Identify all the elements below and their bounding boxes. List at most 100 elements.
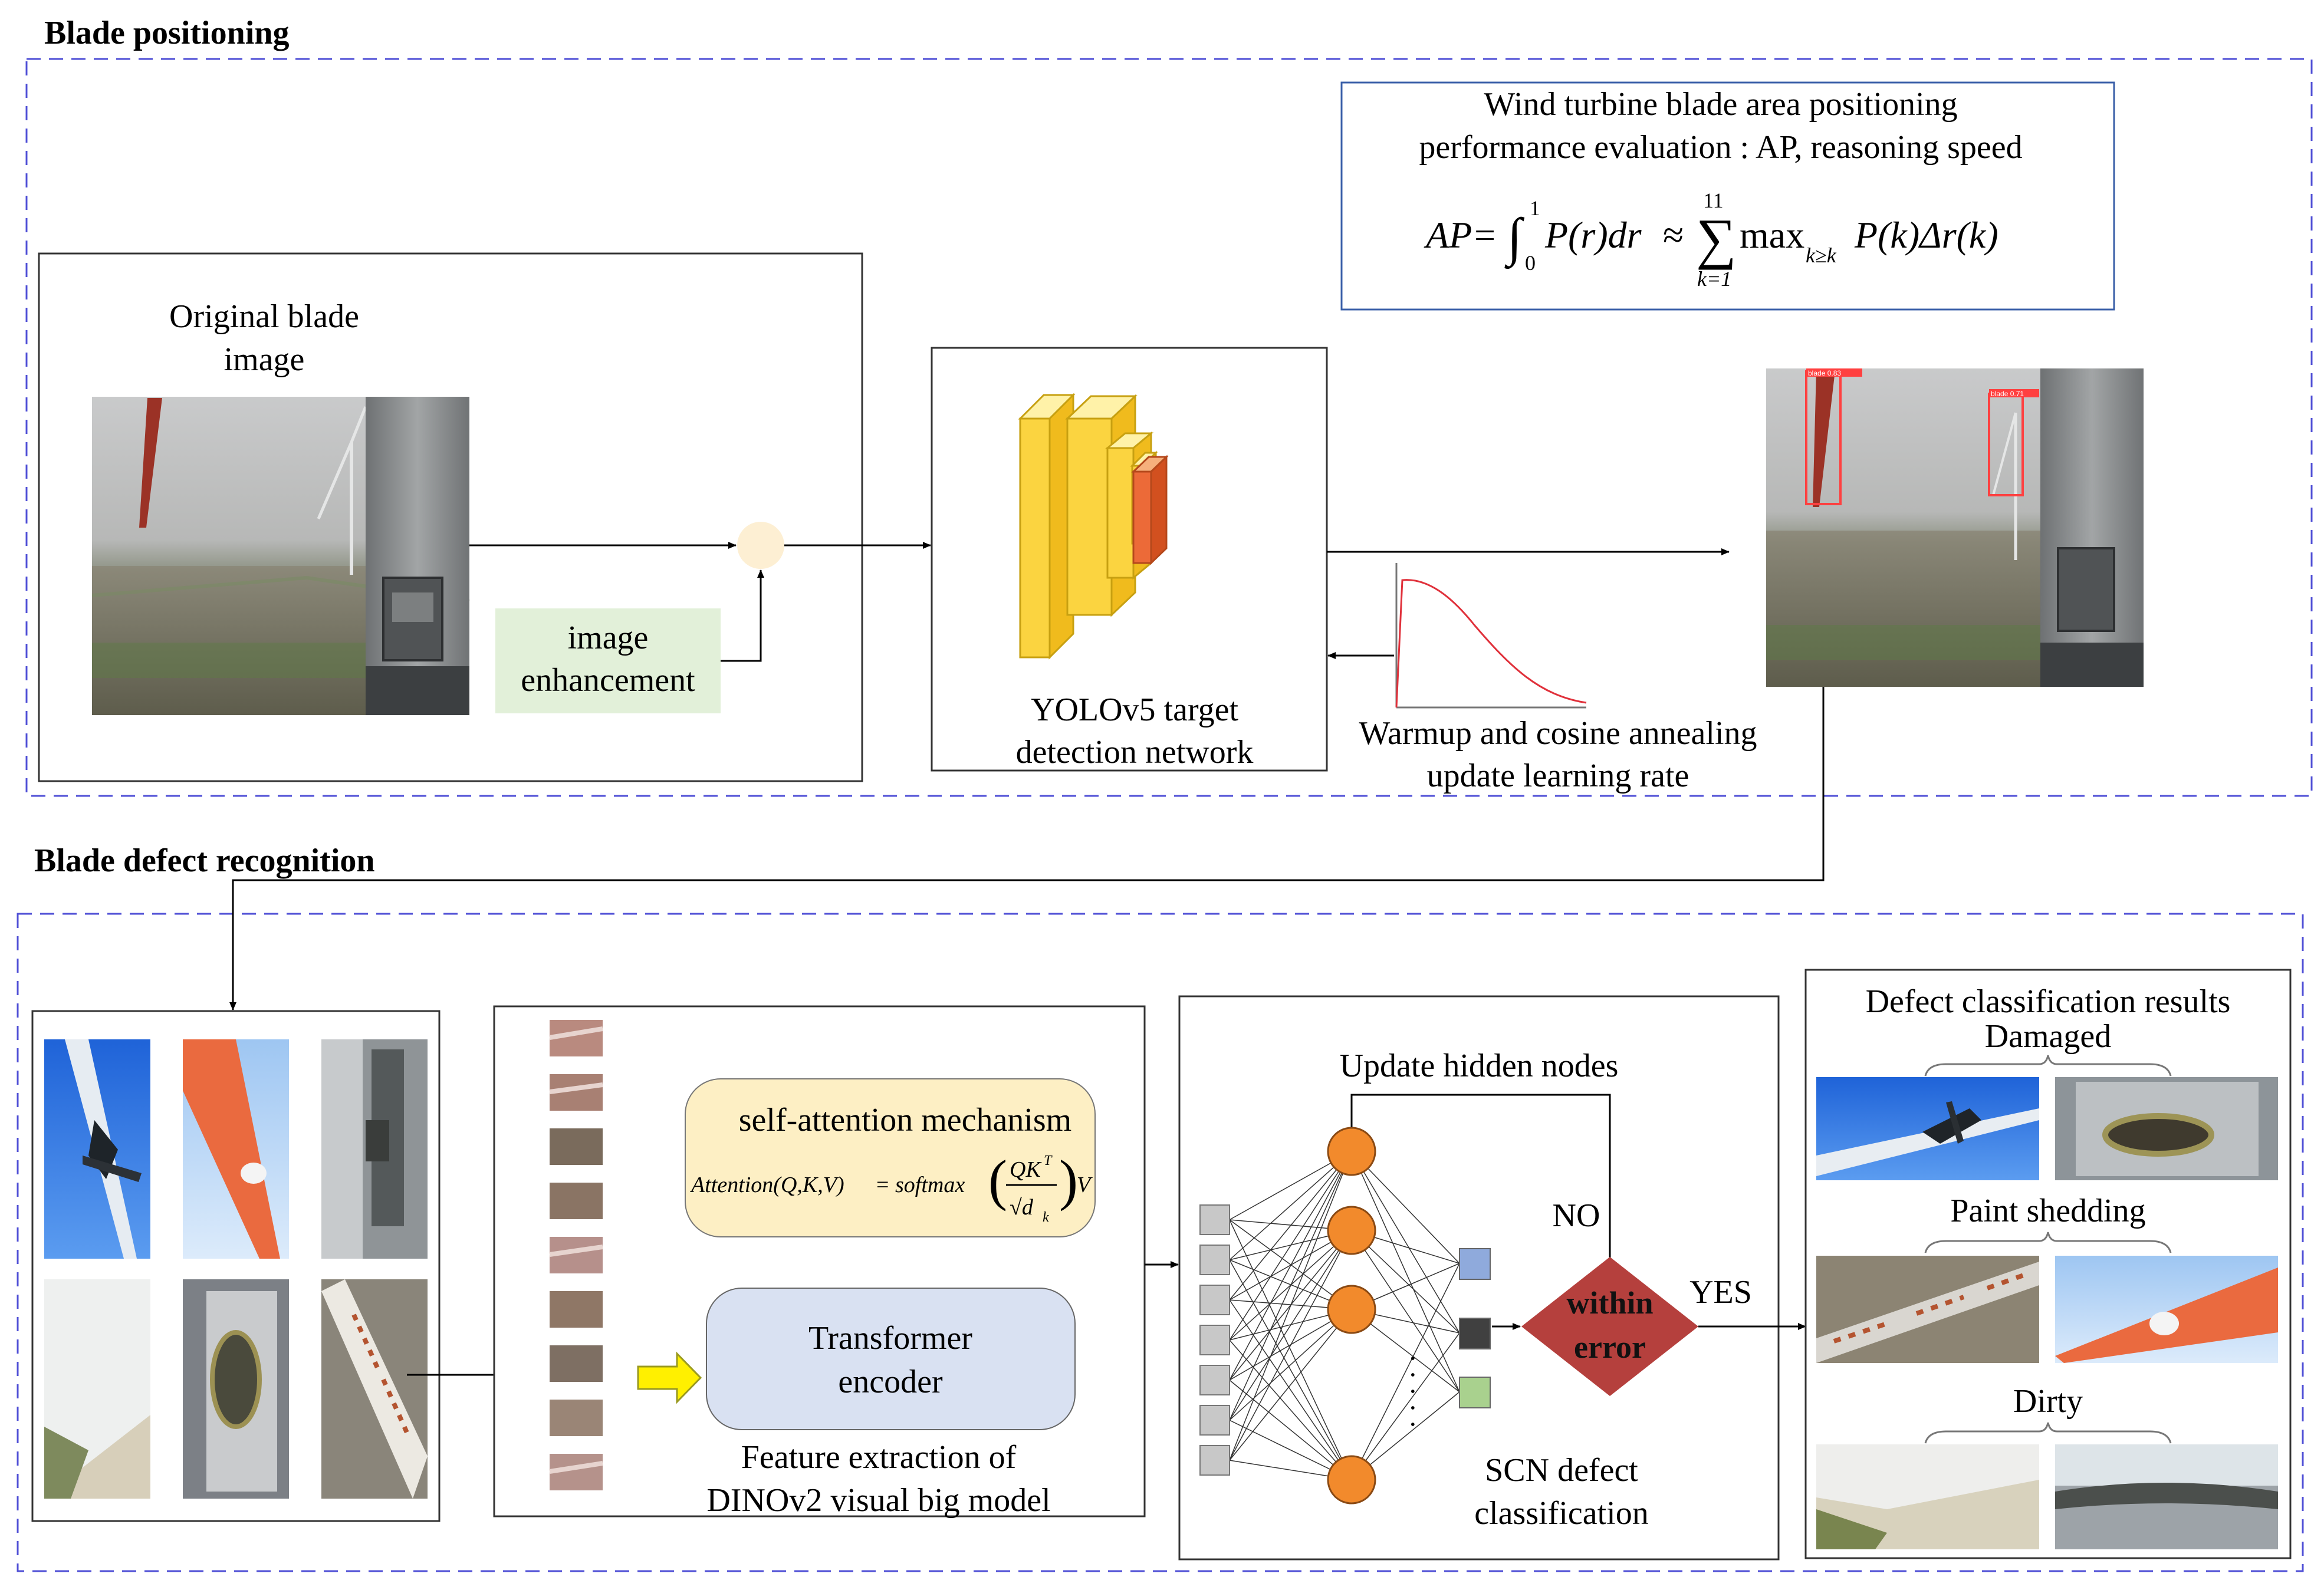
ap-equals: = [1474, 214, 1495, 256]
detection-tag-1-text: blade 0.83 [1808, 369, 1841, 377]
patch-tile [550, 1400, 603, 1436]
scn-connection [1229, 1259, 1352, 1480]
attention-numerator-sup: T [1044, 1153, 1053, 1168]
results-title: Defect classification results [1866, 983, 2231, 1020]
dirty-image-2 [2055, 1444, 2278, 1549]
scn-connection [1229, 1151, 1352, 1301]
feature-extraction-label-line2: DINOv2 visual big model [706, 1482, 1050, 1519]
scn-input-node [1199, 1445, 1230, 1476]
update-hidden-nodes-label: Update hidden nodes [1340, 1048, 1619, 1084]
blade-positioning-title: Blade positioning [44, 15, 289, 51]
blade-crop-4 [44, 1279, 150, 1499]
damaged-brace [1924, 1055, 2172, 1077]
scn-connection [1351, 1151, 1460, 1264]
attention-formula: Attention(Q,K,V) = softmax ( QK T √d k )… [689, 1148, 1093, 1225]
scn-connection [1351, 1151, 1460, 1393]
self-attention-title: self-attention mechanism [739, 1102, 1071, 1138]
ap-sum: ∑ [1696, 207, 1736, 270]
scn-hidden-node [1327, 1285, 1376, 1334]
patch-tile [550, 1128, 603, 1165]
class-paint-label: Paint shedding [1950, 1193, 2145, 1229]
scn-connection [1351, 1230, 1460, 1334]
scn-connection [1229, 1151, 1352, 1421]
class-damaged-label: Damaged [1985, 1018, 2112, 1055]
scn-connection [1351, 1230, 1460, 1393]
scn-label-line2: classification [1474, 1495, 1648, 1532]
within-error-diamond [1521, 1257, 1698, 1396]
scn-connection [1229, 1219, 1352, 1480]
detection-tag-2-text: blade 0.71 [1991, 390, 2024, 398]
original-blade-photo [91, 397, 470, 715]
hidden-node-ellipsis: · · · · · [1397, 1354, 1428, 1429]
scn-input-node [1199, 1325, 1230, 1355]
scn-connection [1229, 1309, 1352, 1421]
scn-connection [1229, 1380, 1352, 1480]
scn-label-line1: SCN defect [1485, 1452, 1638, 1489]
positioning-to-defect-connector [229, 687, 1825, 1010]
attention-softmax: softmax [895, 1173, 965, 1197]
scn-connection [1351, 1332, 1460, 1480]
ap-int-lower: 0 [1525, 251, 1536, 275]
within-error-line1: within [1566, 1285, 1653, 1321]
ap-max-sub: k≥k [1806, 243, 1837, 267]
attention-denominator-sub: k [1043, 1210, 1049, 1225]
scn-connection [1229, 1230, 1352, 1421]
enhancement-label-line2: enhancement [521, 662, 695, 699]
attention-open-paren: ( [988, 1148, 1007, 1212]
scn-network [1199, 1127, 1491, 1505]
scn-input-node [1199, 1365, 1230, 1395]
attention-tail: V [1077, 1173, 1093, 1197]
yolo-label-line1: YOLOv5 target [1031, 692, 1238, 728]
scn-output-node [1459, 1318, 1491, 1349]
yes-label: YES [1689, 1274, 1752, 1311]
ap-approx: ≈ [1663, 214, 1684, 256]
blade-crop-1 [44, 1039, 150, 1259]
feedback-loop-arrow [1348, 1094, 1611, 1279]
attention-equals: = [876, 1173, 889, 1197]
attention-denominator: √d [1010, 1195, 1034, 1220]
scn-connection [1229, 1151, 1352, 1341]
enhancement-label-line1: image [568, 620, 649, 656]
attention-lhs: Attention(Q,K,V) [689, 1173, 844, 1197]
blade-crop-6 [321, 1279, 428, 1499]
attention-close-paren: ) [1059, 1148, 1078, 1212]
paint-brace [1924, 1232, 2172, 1253]
scn-connection [1229, 1299, 1352, 1480]
fusion-junction [737, 522, 784, 569]
positioning-section-border [25, 58, 2313, 797]
ap-sum-upper: 11 [1703, 189, 1724, 212]
attention-numerator: QK [1010, 1157, 1041, 1182]
ap-integral: ∫ [1504, 208, 1525, 269]
scn-connection [1351, 1151, 1460, 1334]
blade-defect-recognition-title: Blade defect recognition [34, 842, 375, 879]
transformer-label-line2: encoder [838, 1364, 943, 1400]
yolo-label-line2: detection network [1016, 734, 1254, 771]
blade-crop-3 [321, 1039, 428, 1259]
patch-tiles [549, 1020, 603, 1490]
within-error-line2: error [1574, 1329, 1646, 1365]
scn-connection [1229, 1309, 1352, 1461]
scn-connection [1229, 1151, 1352, 1461]
scn-hidden-node [1327, 1206, 1376, 1255]
scn-connection [1351, 1263, 1460, 1480]
ap-formula: AP = ∫ 1 0 P(r)dr ≈ 11 ∑ k=1 max k≥k P(k… [1424, 189, 1998, 291]
lr-label-line1: Warmup and cosine annealing [1359, 715, 1757, 752]
original-image-label-line2: image [224, 341, 305, 378]
scn-connection [1229, 1151, 1352, 1381]
scn-hidden-node [1327, 1455, 1376, 1505]
learning-rate-curve-chart [1395, 563, 1587, 709]
patch-tile [550, 1345, 603, 1382]
detection-tag-2 [1989, 389, 2039, 397]
blade-crop-2 [183, 1039, 289, 1259]
ap-max: max [1740, 214, 1804, 256]
paint-shedding-image-2 [2055, 1256, 2278, 1363]
scn-connection [1229, 1230, 1352, 1461]
transformer-encoder-box [706, 1288, 1076, 1430]
original-image-label-line1: Original blade [169, 298, 359, 335]
transformer-label-line1: Transformer [808, 1320, 972, 1357]
scn-hidden-node [1327, 1127, 1376, 1176]
self-attention-box [685, 1078, 1096, 1237]
scn-connection [1229, 1339, 1352, 1480]
ap-sum-lower: k=1 [1697, 267, 1731, 291]
